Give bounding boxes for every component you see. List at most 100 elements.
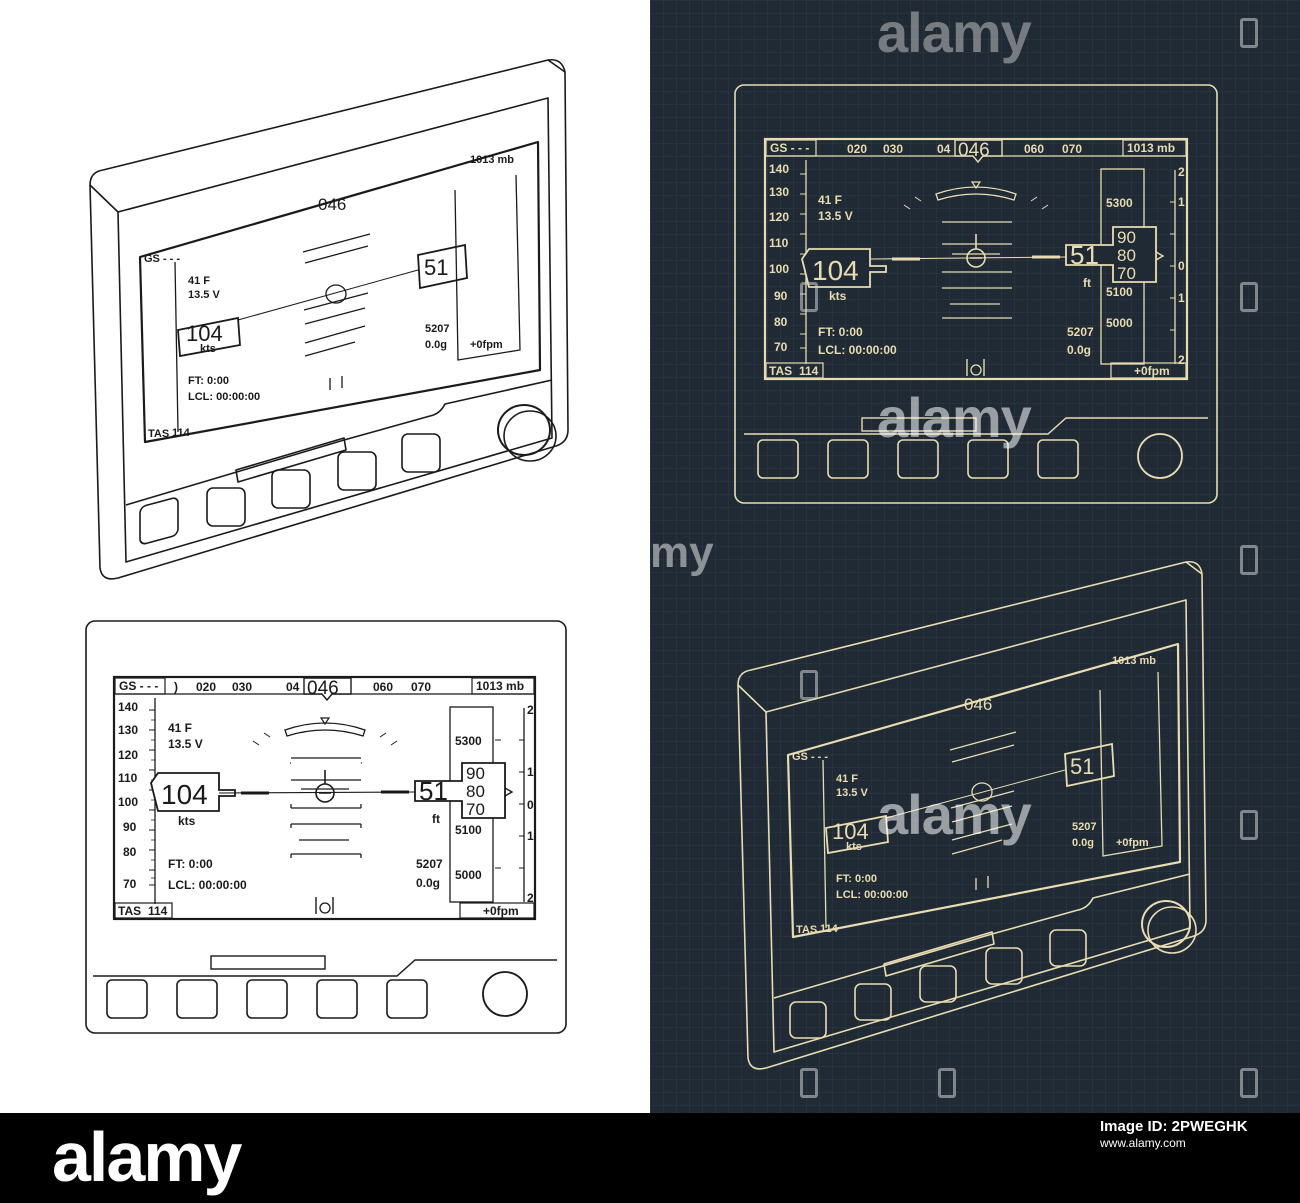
iso-light-tas: TAS [148, 428, 169, 440]
device-iso-light: GS - - - 1013 mb TAS 114 41 F 13.5 V FT:… [89, 58, 569, 580]
svg-text:5100: 5100 [1106, 285, 1133, 299]
svg-text:90: 90 [774, 289, 788, 303]
svg-text:0: 0 [527, 798, 534, 812]
watermark-square-icon [1240, 1068, 1258, 1098]
svg-text:LCL: 00:00:00: LCL: 00:00:00 [836, 889, 908, 901]
svg-text:TAS: TAS [769, 364, 792, 378]
footer-bar [0, 1113, 1300, 1203]
svg-text:0.0g: 0.0g [1072, 837, 1094, 849]
svg-text:5300: 5300 [455, 734, 482, 748]
svg-text:2: 2 [527, 703, 534, 717]
svg-text:120: 120 [769, 210, 789, 224]
svg-text:TAS: TAS [796, 924, 817, 936]
iso-light-airspeed: 104 [186, 321, 223, 346]
svg-text:80: 80 [123, 845, 137, 859]
svg-text:1: 1 [527, 829, 534, 843]
svg-text:060: 060 [1024, 142, 1044, 156]
front-light-gs: GS - - - [119, 679, 158, 693]
front-dark-heading: 046 [958, 140, 990, 161]
svg-text:0.0g: 0.0g [425, 339, 447, 351]
svg-text:ft: ft [432, 812, 440, 826]
svg-text:FT: 0:00: FT: 0:00 [168, 857, 213, 871]
svg-text:70: 70 [1117, 264, 1136, 283]
svg-text:kts: kts [178, 814, 196, 828]
device-front-light: GS - - - ) 020 030 04 060 070 1013 mb 14… [85, 620, 567, 1034]
svg-text:04: 04 [937, 142, 951, 156]
svg-text:kts: kts [200, 343, 216, 355]
svg-text:LCL: 00:00:00: LCL: 00:00:00 [818, 343, 897, 357]
watermark-square-icon [800, 282, 818, 312]
svg-text:140: 140 [118, 700, 138, 714]
svg-text:5100: 5100 [455, 823, 482, 837]
device-front-dark: GS - - - 020 030 04 060 070 1013 mb 140 … [734, 84, 1218, 504]
svg-text:1: 1 [527, 765, 534, 779]
watermark-lower: alamy [877, 783, 1032, 846]
svg-text:5300: 5300 [1106, 196, 1133, 210]
svg-text:90: 90 [1117, 228, 1136, 247]
svg-text:70: 70 [774, 340, 788, 354]
svg-text:90: 90 [123, 820, 137, 834]
svg-text:070: 070 [411, 680, 431, 694]
svg-text:51: 51 [424, 255, 448, 280]
svg-text:2: 2 [527, 891, 534, 905]
svg-text:0: 0 [1178, 259, 1185, 273]
svg-text:13.5 V: 13.5 V [836, 787, 868, 799]
svg-text:80: 80 [466, 782, 485, 801]
footer-url: www.alamy.com [1100, 1136, 1186, 1150]
svg-text:0.0g: 0.0g [1067, 343, 1091, 357]
iso-dark-baro: 1013 mb [1112, 655, 1156, 667]
svg-text:140: 140 [769, 162, 789, 176]
svg-text:114: 114 [820, 923, 839, 935]
svg-text:5207: 5207 [1067, 325, 1094, 339]
svg-text:1: 1 [1178, 195, 1185, 209]
svg-text:130: 130 [769, 185, 789, 199]
watermark-square-icon [938, 1068, 956, 1098]
device-iso-dark: GS - - - 1013 mb TAS 114 41 F 13.5 V FT:… [737, 560, 1207, 1070]
iso-dark-gs: GS - - - [792, 751, 828, 763]
svg-text:030: 030 [232, 680, 252, 694]
iso-light-baro: 1013 mb [470, 154, 514, 166]
front-dark-airspeed: 104 [812, 255, 859, 286]
iso-light-tas-value: 114 [172, 427, 191, 439]
svg-text:5207: 5207 [425, 323, 449, 335]
svg-text:+0fpm: +0fpm [483, 904, 519, 918]
front-light-hdg-tick-1: ) [174, 680, 178, 694]
svg-text:020: 020 [847, 142, 867, 156]
watermark-square-icon [1240, 810, 1258, 840]
front-light-heading: 046 [307, 678, 339, 699]
watermark-square-icon [800, 1068, 818, 1098]
svg-text:13.5 V: 13.5 V [168, 737, 203, 751]
iso-light-gs: GS - - - [144, 253, 180, 265]
svg-text:5000: 5000 [1106, 316, 1133, 330]
footer-logo: alamy [52, 1118, 242, 1196]
svg-text:120: 120 [118, 748, 138, 762]
svg-text:114: 114 [148, 904, 168, 918]
svg-text:110: 110 [769, 236, 789, 250]
footer-info: Image ID: 2PWEGHK www.alamy.com [1100, 1118, 1290, 1152]
watermark-square-icon [800, 670, 818, 700]
svg-text:5000: 5000 [455, 868, 482, 882]
svg-text:70: 70 [466, 800, 485, 819]
svg-text:70: 70 [123, 877, 137, 891]
svg-text:80: 80 [774, 315, 788, 329]
svg-text:kts: kts [829, 289, 847, 303]
svg-text:060: 060 [373, 680, 393, 694]
svg-text:13.5 V: 13.5 V [188, 289, 220, 301]
svg-text:41 F: 41 F [836, 773, 858, 785]
svg-text:80: 80 [1117, 246, 1136, 265]
svg-text:5207: 5207 [416, 857, 443, 871]
watermark-partial-left: my [650, 528, 714, 577]
svg-text:FT: 0:00: FT: 0:00 [818, 325, 863, 339]
svg-text:+0fpm: +0fpm [1116, 837, 1149, 849]
svg-text:020: 020 [196, 680, 216, 694]
svg-text:2: 2 [1178, 353, 1185, 367]
watermark-middle: alamy [877, 386, 1032, 449]
svg-text:2: 2 [1178, 165, 1185, 179]
iso-dark-airspeed: 104 [832, 819, 869, 844]
front-light-airspeed: 104 [161, 779, 208, 810]
front-light-baro: 1013 mb [476, 679, 524, 693]
svg-text:5207: 5207 [1072, 821, 1096, 833]
svg-text:+0fpm: +0fpm [470, 339, 503, 351]
watermark-square-icon [1240, 18, 1258, 48]
svg-text:070: 070 [1062, 142, 1082, 156]
